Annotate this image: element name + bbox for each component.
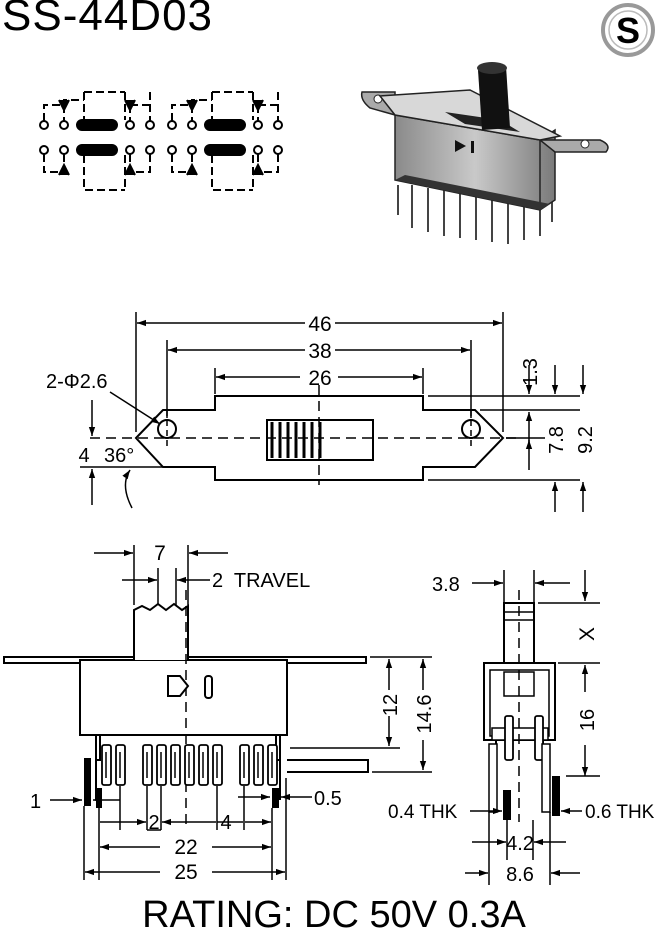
dim-travel: 2 TRAVEL [212,570,310,592]
dim-hole-dia: 2-Φ2.6 [46,371,108,393]
dim-26: 26 [308,367,331,390]
dim-3-8: 3.8 [432,574,460,596]
dim-0-5: 0.5 [314,788,342,810]
logo-letter: S [616,10,640,51]
front-view-drawing: 7 2 TRAVEL 12 14.6 1 0.5 [3,542,436,884]
side-view-drawing: 3.8 X 16 0.4 THK 0.6 THK 4.2 8 [388,570,655,886]
dim-x: X [576,627,599,641]
dim-thk-0-4: 0.4 THK [388,802,458,823]
dim-2: 2 [148,812,159,834]
dim-1-3: 1.3 [520,358,542,386]
dim-38: 38 [308,340,331,363]
dim-7-8: 7.8 [546,426,568,454]
dim-1: 1 [30,791,41,813]
top-view-drawing: 46 38 26 2-Φ2.6 4 36° [46,312,597,512]
dim-7: 7 [154,542,166,565]
dim-4-pitch: 4 [220,812,231,834]
dim-22: 22 [174,836,197,859]
dim-angle: 36° [104,445,134,467]
schematic-pole-right [167,91,283,191]
circuit-schematic [39,91,283,191]
dim-4: 4 [78,445,89,467]
dim-9-2: 9.2 [575,426,597,454]
schematic-pole-left [39,91,155,191]
part-number-title: SS-44D03 [2,0,214,40]
dim-8-6: 8.6 [506,864,534,886]
dim-thk-0-6: 0.6 THK [585,802,655,823]
dim-16: 16 [577,709,599,731]
dim-12: 12 [380,694,402,716]
manufacturer-logo: S [601,3,655,57]
rating-label: RATING: DC 50V 0.3A [142,894,526,936]
switch-product-illustration [360,62,609,244]
dim-25: 25 [174,861,197,884]
dim-14-6: 14.6 [414,695,436,734]
dim-4-2: 4.2 [506,833,534,855]
dim-46: 46 [308,313,331,336]
